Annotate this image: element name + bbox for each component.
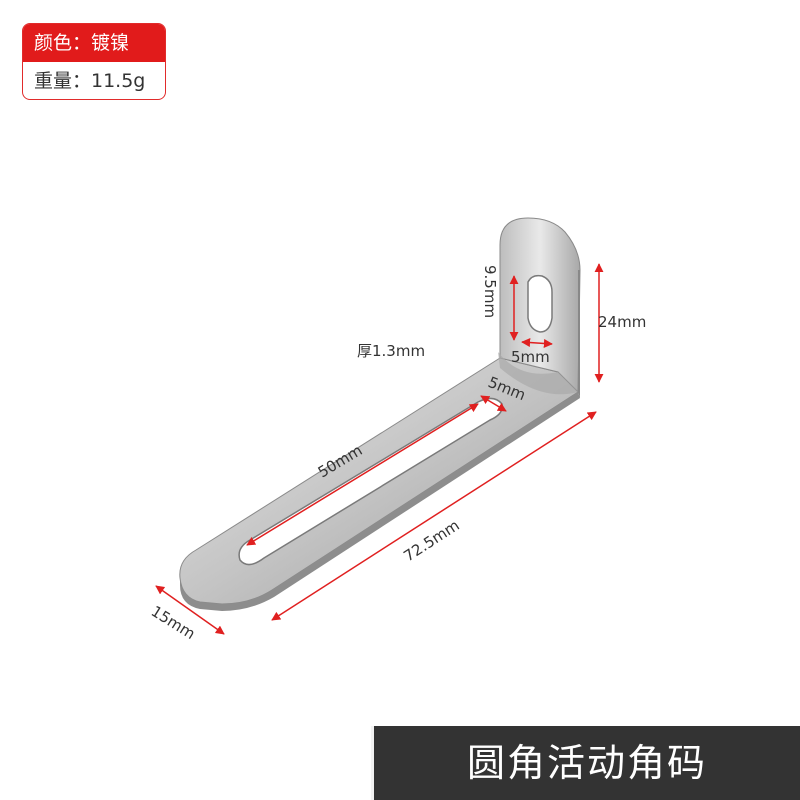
dim-24mm-label: 24mm (598, 313, 646, 331)
spec-box: 颜色：镀镍 重量：11.5g (22, 23, 166, 100)
upright-hole (527, 274, 553, 333)
dim-15mm-line (155, 585, 225, 635)
product-title: 圆角活动角码 (371, 726, 800, 800)
dim-hole-5mm-label: 5mm (511, 348, 550, 366)
bracket-upright-edge (578, 270, 580, 398)
weight-spec: 重量：11.5g (34, 70, 146, 92)
dim-slot-5mm-line (480, 395, 507, 412)
dim-15mm-label: 15mm (148, 602, 199, 643)
thickness-label: 厚1.3mm (357, 342, 425, 360)
dim-hole-5mm-line (521, 338, 553, 348)
color-spec: 颜色：镀镍 (23, 24, 165, 62)
long-slot (238, 397, 503, 566)
dim-72-5mm-line (271, 411, 597, 621)
bracket-bend (498, 352, 578, 395)
dim-72-5mm-label: 72.5mm (400, 516, 462, 565)
dim-9-5mm-label: 9.5mm (481, 265, 499, 318)
